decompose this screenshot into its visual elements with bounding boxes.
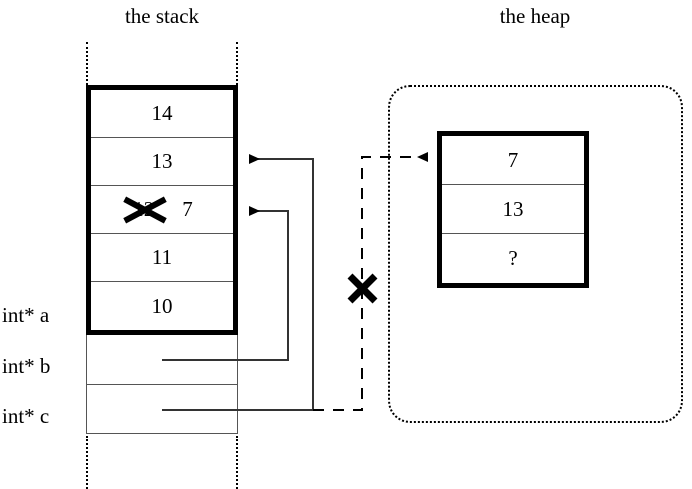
pointer-invalid-x-icon <box>347 273 378 304</box>
heap-cell: 13 <box>442 185 584 234</box>
stack-guide-bottom-left <box>86 436 88 489</box>
label-int-a: int* a <box>2 303 50 327</box>
heap-title: the heap <box>499 4 571 28</box>
pointer-row-b <box>87 335 237 385</box>
stack-cell-new-value: 7 <box>182 197 193 221</box>
stack-guide-top-right <box>236 42 238 85</box>
stack-cell: 10 <box>91 282 233 330</box>
stack-cell-value: 10 <box>151 293 173 318</box>
stack-array-box: 14 13 12 7 11 10 <box>86 85 238 335</box>
heap-array-box: 7 13 ? <box>437 131 589 288</box>
pointer-row-c <box>87 385 237 431</box>
heap-cell-value: 7 <box>507 147 519 172</box>
heap-cell: 7 <box>442 136 584 185</box>
heap-cell-unknown: ? <box>442 234 584 283</box>
stack-title: the stack <box>124 4 200 28</box>
stack-cell: 11 <box>91 234 233 282</box>
label-int-c: int* c <box>2 404 50 428</box>
struck-value-wrapper: 12 <box>123 196 167 223</box>
stack-cell-value: 14 <box>151 101 173 125</box>
stack-cell-value: 11 <box>151 245 173 269</box>
label-int-b: int* b <box>2 354 51 378</box>
heap-cell-value: 13 <box>502 196 524 221</box>
stack-cell: 13 <box>91 138 233 186</box>
heap-cell-value: ? <box>508 246 518 270</box>
stack-cell: 14 <box>91 90 233 138</box>
stack-guide-top-left <box>86 42 88 85</box>
stack-guide-bottom-right <box>236 436 238 489</box>
stack-pointer-rows <box>86 335 238 434</box>
stack-cell-modified: 12 7 <box>91 186 233 234</box>
stack-cell-value: 13 <box>151 149 173 173</box>
